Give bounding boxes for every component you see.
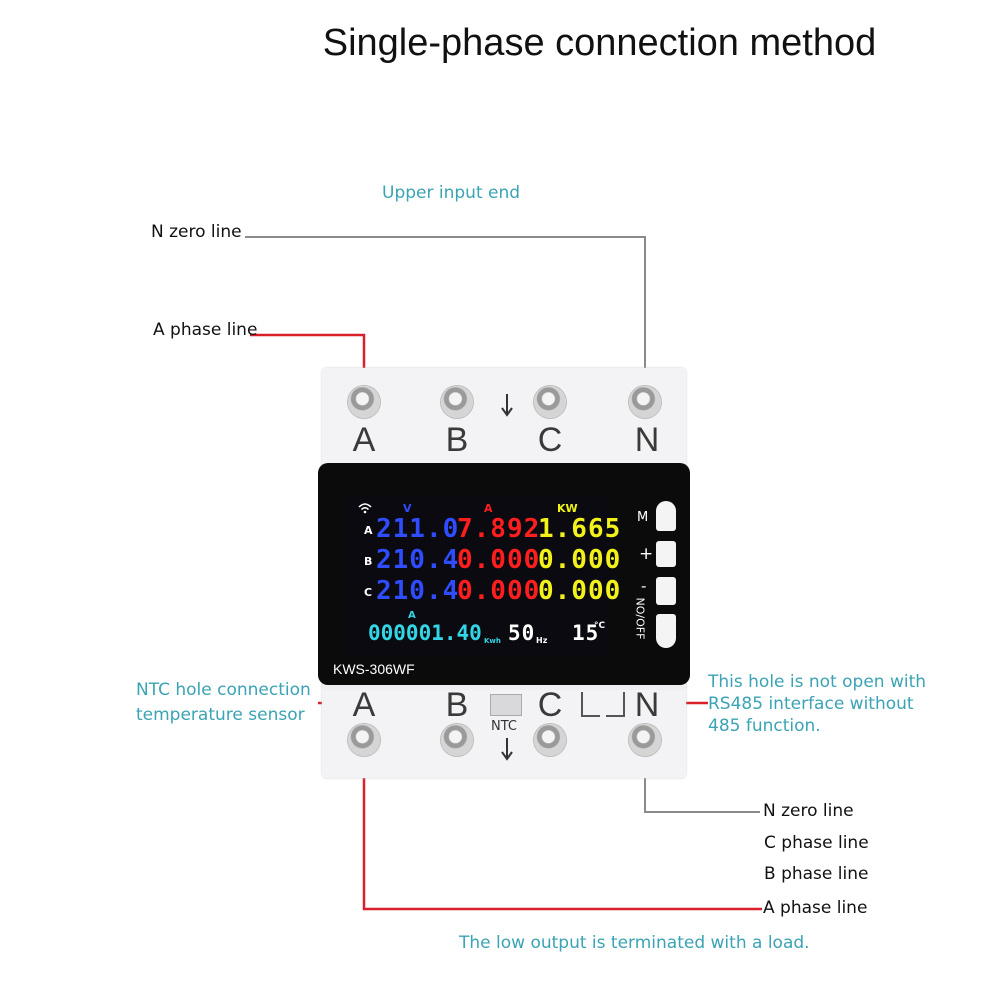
power-c: 0.000 <box>538 576 622 606</box>
n-zero-line-top-label: N zero line <box>151 222 242 242</box>
row-phase-b: B <box>364 555 373 568</box>
button-minus-label: - <box>641 577 647 595</box>
plus-button[interactable] <box>656 541 676 567</box>
button-m-label: M <box>637 510 649 525</box>
c-phase-line-label: C phase line <box>764 833 869 853</box>
unit-power: KW <box>557 502 578 515</box>
unit-current: A <box>484 502 493 515</box>
rs485-note-line1: This hole is not open with <box>708 672 927 692</box>
n-zero-line-bottom-label: N zero line <box>763 801 854 821</box>
wire-a-phase-bottom <box>362 740 762 911</box>
mode-button[interactable] <box>656 501 676 531</box>
upper-input-label: Upper input end <box>382 183 521 203</box>
ntc-hole <box>490 694 522 716</box>
temperature-reading: 15 <box>572 621 600 645</box>
wifi-icon <box>358 503 372 514</box>
wire-n-zero-top <box>245 236 646 402</box>
low-output-label: The low output is terminated with a load… <box>459 933 810 953</box>
voltage-b: 210.4 <box>376 545 460 575</box>
button-onoff-label: NO/OFF <box>633 597 647 640</box>
page-title: Single-phase connection method <box>322 22 877 64</box>
rs485-note-line3: 485 function. <box>708 716 821 736</box>
current-a: 7.892 <box>457 514 541 544</box>
top-screw-c <box>534 386 566 418</box>
top-terminal-n: N <box>634 421 660 459</box>
frequency-unit: Hz <box>536 636 548 645</box>
row-phase-a: A <box>364 524 373 537</box>
top-terminal-a: A <box>352 421 376 459</box>
bottom-screw-a <box>348 724 380 756</box>
current-c: 0.000 <box>457 576 541 606</box>
top-screw-b <box>441 386 473 418</box>
lcd-screen <box>348 496 610 656</box>
temperature-unit: °C <box>594 621 606 631</box>
ntc-label: NTC <box>491 719 517 734</box>
minus-button[interactable] <box>656 577 676 605</box>
power-a: 1.665 <box>538 514 622 544</box>
power-b: 0.000 <box>538 545 622 575</box>
down-arrow-bottom-icon <box>501 738 513 761</box>
a-phase-line-top-label: A phase line <box>153 320 258 340</box>
bottom-screw-b <box>441 724 473 756</box>
b-phase-line-label: B phase line <box>764 864 869 884</box>
top-terminal-b: B <box>445 421 469 459</box>
bottom-screw-n <box>629 724 661 756</box>
a-phase-line-bottom-label: A phase line <box>763 898 868 918</box>
voltage-c: 210.4 <box>376 576 460 606</box>
top-terminal-band <box>322 368 686 466</box>
unit-voltage: V <box>403 502 412 515</box>
ntc-hole-label: NTC hole connection <box>136 680 311 700</box>
energy-unit-top: A <box>408 610 416 621</box>
energy-reading: 000001.40 <box>368 621 482 645</box>
button-plus-label: + <box>639 544 654 564</box>
bottom-screw-c <box>534 724 566 756</box>
row-phase-c: C <box>364 586 373 599</box>
model-label: KWS-306WF <box>333 661 415 677</box>
rs485-port <box>581 692 625 717</box>
energy-unit: Kwh <box>484 637 501 645</box>
bottom-terminal-c: C <box>537 686 563 724</box>
rs485-note-line2: RS485 interface without <box>708 694 914 714</box>
down-arrow-icon <box>501 394 513 417</box>
bottom-terminal-n: N <box>634 686 660 724</box>
top-screw-n <box>629 386 661 418</box>
current-b: 0.000 <box>457 545 541 575</box>
voltage-a: 211.0 <box>376 514 460 544</box>
on-off-button[interactable] <box>656 614 676 648</box>
bottom-terminal-b: B <box>445 686 469 724</box>
top-screw-a <box>348 386 380 418</box>
temperature-sensor-label: temperature sensor <box>136 705 305 725</box>
top-terminal-c: C <box>537 421 563 459</box>
frequency-reading: 50 <box>508 621 536 645</box>
bottom-terminal-a: A <box>352 686 376 724</box>
